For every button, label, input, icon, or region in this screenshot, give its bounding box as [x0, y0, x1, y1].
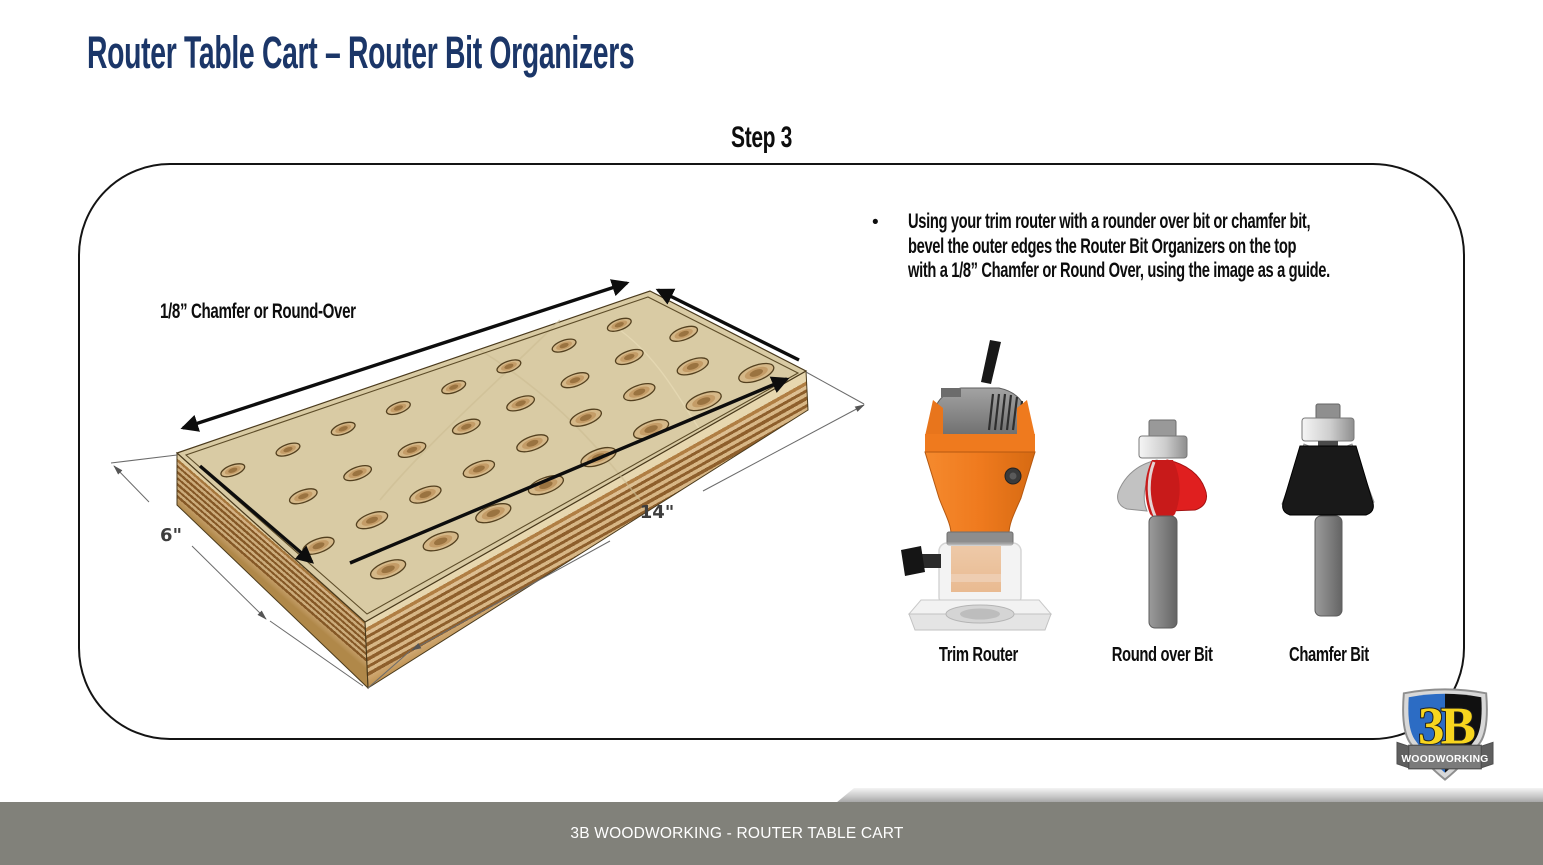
dim-label-14: 14" [640, 502, 674, 523]
bit-hole [422, 531, 459, 552]
dimension-lines [110, 371, 865, 689]
bit-hole [676, 357, 710, 376]
trim-router-image [901, 340, 1053, 631]
cutter-center [1145, 460, 1180, 519]
round-over-bit-label: Round over Bit [1032, 644, 1292, 667]
bullet-marker: • [872, 212, 879, 233]
board-front-edge [365, 371, 808, 688]
cutter-cone [1282, 445, 1374, 516]
ext-line-14-a [367, 650, 411, 689]
bit-hole [409, 485, 442, 504]
dim-14-left [411, 540, 611, 651]
router-body [924, 451, 1036, 535]
clear-base-housing [938, 542, 1022, 606]
bit-hole [516, 434, 549, 453]
instruction-text: Using your trim router with a rounder ov… [908, 210, 1511, 284]
round-over-bit-image [1117, 419, 1208, 629]
board-left-edge [177, 453, 368, 688]
instruction-line-1: Using your trim router with a rounder ov… [908, 210, 1311, 233]
orange-shoulder-right [1017, 400, 1035, 436]
footer-bar [0, 802, 1543, 865]
instruction-line-2: bevel the outer edges the Router Bit Org… [908, 234, 1297, 258]
chamfer-bit-label-text: Chamfer Bit [1289, 644, 1369, 666]
clamp-knob [901, 546, 925, 576]
footer-caption: 3B WOODWORKING - ROUTER TABLE CART [0, 802, 1474, 865]
instruction-line-3: with a 1/8” Chamfer or Round Over, using… [908, 259, 1330, 283]
ext-line-6-b [269, 620, 364, 687]
dim-label-6: 6" [160, 525, 182, 546]
orange-shoulder-left [925, 400, 943, 436]
bit-hole [220, 463, 246, 478]
bit-hole [685, 390, 722, 412]
back-edge-arrow [180, 279, 630, 432]
power-cord [981, 340, 1001, 384]
bit-hole [738, 362, 775, 384]
bit-hole [275, 442, 301, 457]
shank [1148, 515, 1178, 629]
bit-hole [462, 459, 496, 479]
chamfer-bit-image [1281, 403, 1375, 617]
chamfer-edge-label-text: 1/8” Chamfer or Round-Over [160, 300, 356, 323]
ribbon-banner [1408, 744, 1482, 770]
content-panel-border [78, 163, 1465, 740]
depth-dial-center [1009, 472, 1017, 480]
flute-edge [1147, 461, 1157, 517]
dim-6-upper [113, 465, 150, 503]
bit-hole [397, 441, 427, 459]
chamfer-bit-label: Chamfer Bit [1199, 644, 1459, 667]
front-face-arrow [349, 376, 790, 565]
base-opening-inner [960, 608, 1000, 620]
bearing [1301, 417, 1355, 442]
chamfer-edge-label: 1/8” Chamfer or Round-Over [160, 300, 432, 324]
left-face-arrow [198, 464, 315, 564]
orange-band [925, 434, 1035, 452]
bit-hole [475, 503, 512, 524]
page-title: Router Table Cart – Router Bit Organizer… [87, 27, 956, 79]
board-illustration: 6" 14" [110, 279, 865, 690]
company-logo: 3B WOODWORKING [1396, 688, 1494, 781]
trim-router-label: Trim Router [848, 644, 1108, 667]
pilot-tip [1315, 403, 1341, 420]
shank [1314, 515, 1343, 617]
round-over-bit-label-text: Round over Bit [1111, 644, 1213, 666]
logo-banner-text: WOODWORKING [1401, 754, 1488, 765]
knob-stem [921, 554, 941, 568]
cap-notch [941, 388, 961, 397]
dim-6-lower [191, 545, 267, 620]
bearing [1138, 435, 1188, 459]
bit-hole [527, 475, 565, 496]
bit-hole [669, 325, 699, 342]
trim-router-label-text: Trim Router [938, 644, 1018, 666]
page-title-text: Router Table Cart – Router Bit Organizer… [87, 27, 635, 78]
bit-hole [355, 511, 389, 530]
footer-caption-text: 3B WOODWORKING - ROUTER TABLE CART [570, 824, 904, 842]
step-heading-text: Step 3 [731, 121, 793, 154]
dim-14-right [702, 404, 865, 492]
bit-hole [343, 464, 373, 482]
step-heading: Step 3 [0, 121, 1524, 155]
pilot-tip [1148, 419, 1177, 438]
right-edge-arrow [655, 288, 800, 362]
footer-accent-band [836, 788, 1543, 803]
ext-line-14-b [805, 371, 865, 405]
routing-arrows [180, 279, 800, 565]
bit-hole [369, 559, 407, 580]
ext-line-6-a [110, 454, 178, 464]
bit-hole [288, 488, 318, 505]
